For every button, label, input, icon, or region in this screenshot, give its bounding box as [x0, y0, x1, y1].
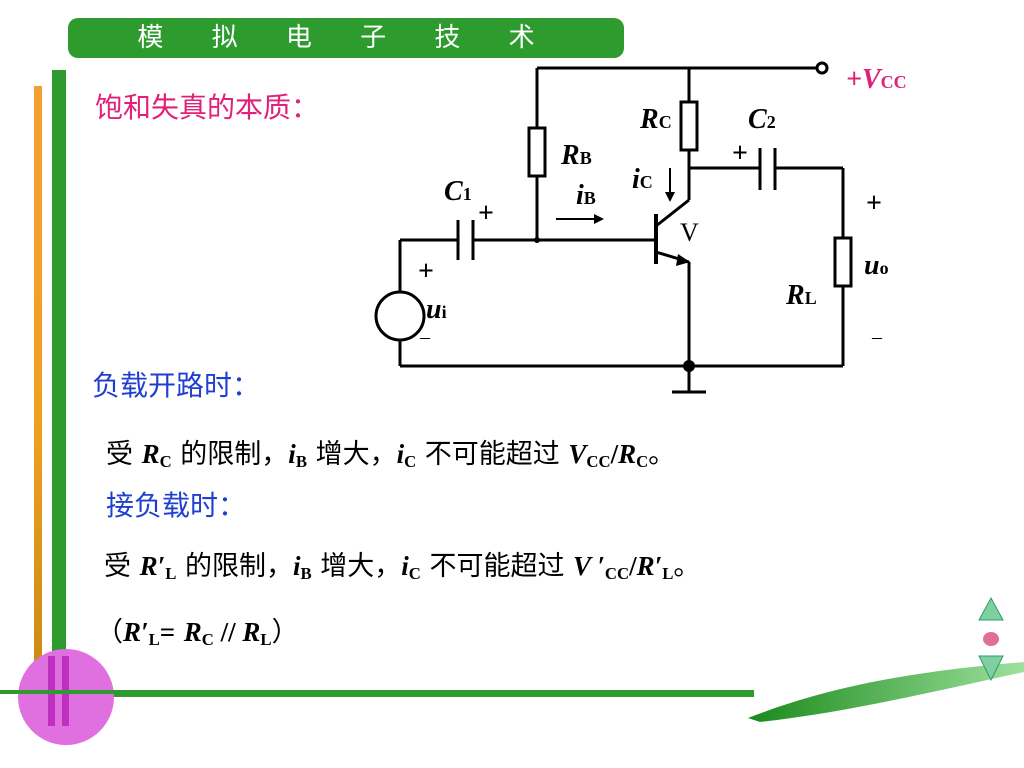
label-ui: ui: [426, 294, 447, 325]
label-uo-minus: –: [872, 326, 882, 348]
bottom-green-line: [54, 690, 754, 697]
nav-up-icon: [978, 596, 1004, 621]
nav-down-icon: [978, 655, 1004, 682]
header-bar: [68, 18, 624, 58]
explanation-line-2: 受 R′L 的限制，iB 增大，iC 不可能超过 V ′CC/R′L。: [104, 551, 701, 584]
label-uo: uo: [864, 250, 889, 281]
left-green-bar: [52, 70, 66, 710]
page-heading: 饱和失真的本质：: [95, 91, 320, 124]
resistor-rc: [679, 100, 699, 152]
label-c2-plus: +: [732, 138, 748, 169]
section-open-circuit: 负载开路时：: [92, 369, 261, 402]
resistor-rl: [833, 236, 853, 288]
label-ui-plus: +: [418, 256, 434, 287]
resistor-rb: [527, 126, 547, 178]
source-ui: [374, 290, 426, 342]
section-with-load: 接负载时：: [106, 489, 247, 522]
label-vcc: +VCC: [846, 64, 907, 95]
decor-leaf: [748, 662, 1024, 722]
label-uo-plus: +: [866, 188, 882, 219]
explanation-line-3: （R′L= RC // RL）: [96, 617, 299, 650]
left-orange-bar: [34, 86, 42, 690]
label-c1-plus: +: [478, 198, 494, 229]
slide-nav: [978, 596, 1004, 682]
nav-home-icon: [983, 632, 999, 646]
header-title: 模 拟 电 子 技 术: [137, 23, 555, 53]
label-ui-minus: –: [420, 326, 430, 348]
vcc-terminal: [815, 61, 829, 75]
label-ib-circuit: iB: [576, 180, 596, 211]
label-rl: RL: [786, 280, 817, 311]
label-transistor: V: [680, 218, 699, 247]
label-rc: RC: [640, 104, 672, 135]
label-rb: RB: [561, 140, 592, 171]
label-c1: C1: [444, 176, 472, 207]
label-ic-circuit: iC: [632, 164, 653, 195]
explanation-line-1: 受 RC 的限制，iB 增大，iC 不可能超过 VCC/RC。: [106, 439, 676, 472]
label-c2: C2: [748, 104, 776, 135]
